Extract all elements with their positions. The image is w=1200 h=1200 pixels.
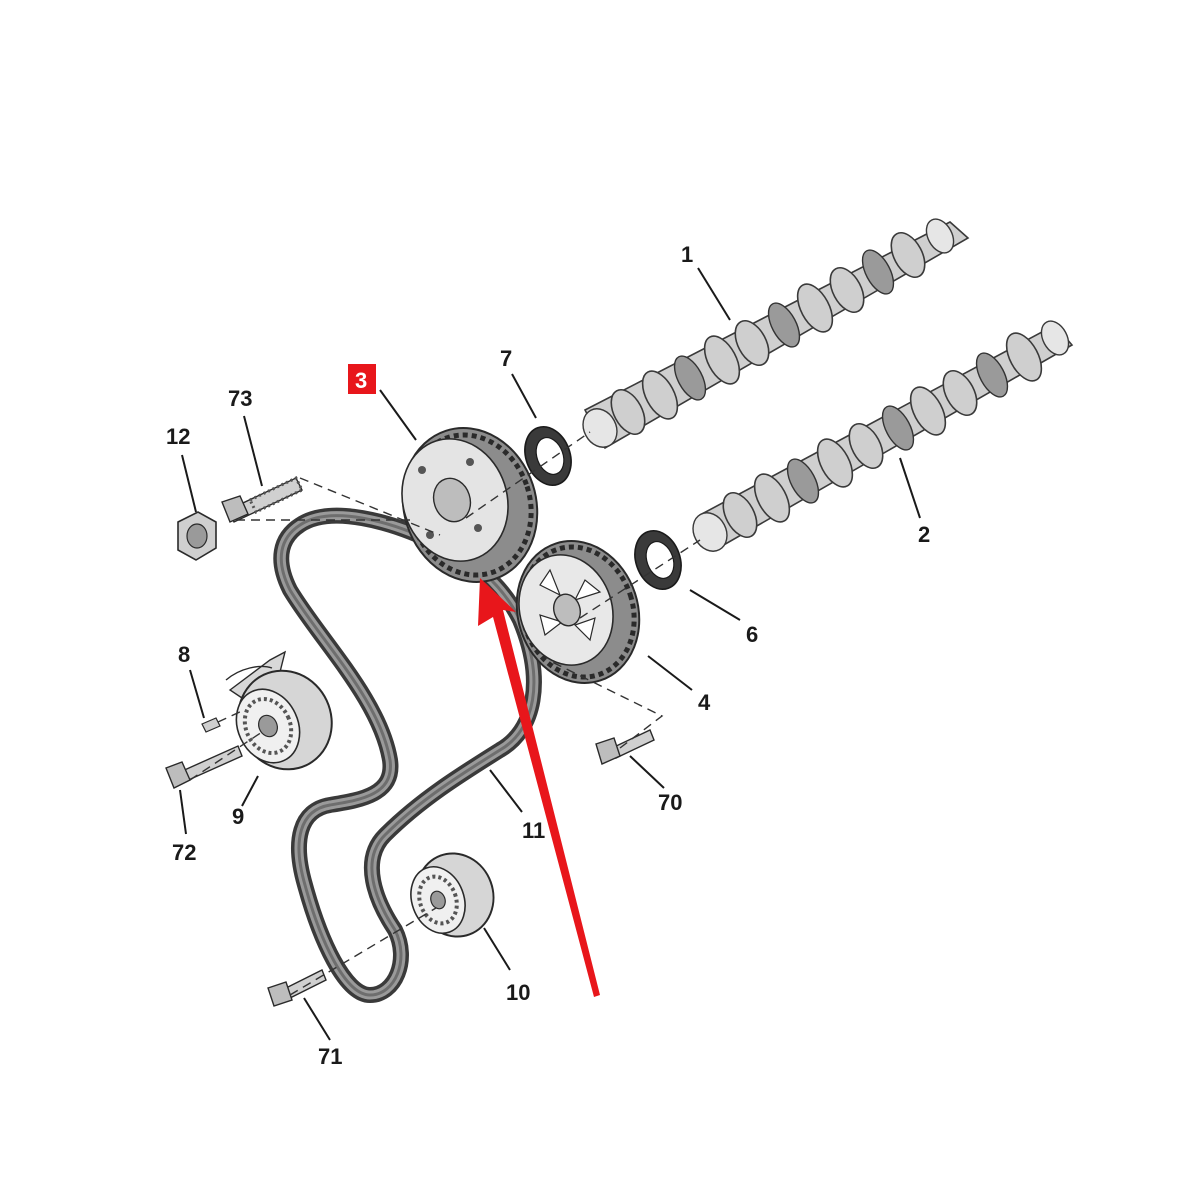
label-part-71: 71 [318, 1044, 342, 1069]
camshaft-lower-lobes [692, 320, 1070, 552]
label-part-11: 11 [522, 818, 545, 843]
bolt-73 [221, 476, 305, 523]
camshaft-upper-lobes [582, 218, 955, 448]
camshaft-lower [692, 320, 1074, 552]
label-part-73: 73 [228, 386, 252, 411]
idler-pulley [410, 852, 495, 938]
bolt-70 [595, 729, 655, 765]
part-labels: 1 2 3 4 6 7 8 9 10 11 12 70 71 72 73 [166, 242, 930, 1069]
timing-belt [273, 507, 542, 1003]
label-part-9: 9 [232, 804, 244, 829]
dowel-pin [201, 717, 221, 733]
camshaft-sprocket-4 [515, 540, 641, 684]
assembly-lines [189, 431, 701, 996]
label-part-2: 2 [918, 522, 930, 547]
label-part-12: 12 [166, 424, 190, 449]
label-part-3-highlight [348, 364, 376, 394]
label-part-7: 7 [500, 346, 512, 371]
label-part-10: 10 [506, 980, 530, 1005]
red-arrow [478, 578, 600, 997]
label-part-6: 6 [746, 622, 758, 647]
leader-lines [179, 267, 921, 1041]
label-part-1: 1 [681, 242, 693, 267]
label-part-4: 4 [698, 690, 711, 715]
belt-tensioner [225, 650, 333, 771]
camshaft-upper [582, 218, 970, 450]
bolt-71 [267, 969, 327, 1007]
label-part-72: 72 [172, 840, 196, 865]
nut [177, 511, 217, 561]
label-part-8: 8 [178, 642, 190, 667]
oil-seal-lower [634, 530, 682, 590]
label-part-70: 70 [658, 790, 682, 815]
oil-seal-upper [524, 426, 572, 486]
label-part-3: 3 [355, 368, 367, 393]
